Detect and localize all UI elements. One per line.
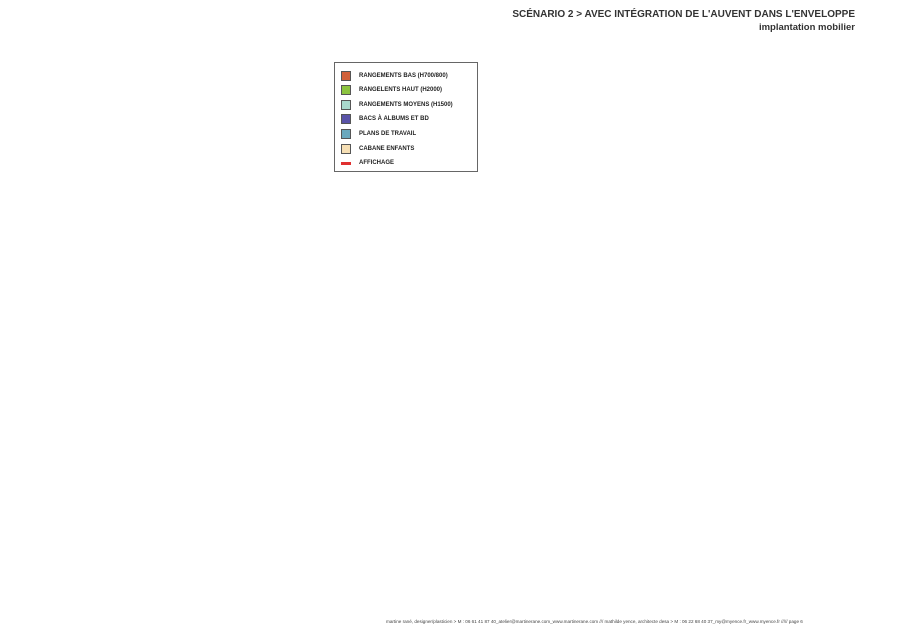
room-label-stockage: STOCKAGE bbox=[680, 437, 717, 444]
radius-label: R1500 bbox=[186, 366, 201, 384]
page-title: SCÉNARIO 2 > AVEC INTÉGRATION DE L'AUVEN… bbox=[512, 9, 855, 20]
right-storage bbox=[776, 202, 791, 554]
kids-cabin bbox=[671, 242, 769, 338]
room-label-adultes: ADULTES bbox=[509, 242, 540, 249]
album-bins bbox=[684, 404, 764, 460]
auvent-area bbox=[426, 467, 523, 565]
play-area-frame bbox=[121, 346, 340, 566]
legend-item: RANGEMENTS BAS (H700/800) bbox=[341, 71, 448, 81]
legend-item: CABANE ENFANTS bbox=[341, 144, 414, 154]
swatch-work-surfaces bbox=[341, 129, 351, 139]
display-arrows bbox=[401, 172, 640, 564]
room-label-informatique: INFORMATIQUE bbox=[704, 516, 754, 523]
legend-item: BACS À ALBUMS ET BD bbox=[341, 114, 429, 124]
room-label-multifonction: MULTIFONCTION bbox=[446, 385, 500, 392]
swatch-low-storage bbox=[341, 71, 351, 81]
legend-label: RANGEMENTS BAS (H700/800) bbox=[359, 73, 448, 79]
radius-label: R1500 bbox=[278, 443, 292, 462]
work-tables bbox=[547, 239, 779, 500]
legend-label: RANGELENTS HAUT (H2000) bbox=[359, 87, 443, 93]
radius-label: R1500 bbox=[159, 508, 175, 526]
page-subtitle: implantation mobilier bbox=[758, 22, 855, 33]
room-label-espace: ESPACE bbox=[716, 508, 743, 515]
dimension-line bbox=[65, 189, 93, 613]
swatch-medium-storage bbox=[341, 100, 351, 110]
building-walls bbox=[426, 188, 802, 569]
footer-credits: martine rané, designer/plasticien > M : … bbox=[386, 619, 803, 624]
radius-label: R1850 bbox=[147, 397, 166, 411]
legend-label: PLANS DE TRAVAIL bbox=[359, 131, 417, 137]
computer-desks bbox=[707, 535, 749, 554]
chairs bbox=[451, 213, 741, 350]
legend-label: RANGEMENTS MOYENS (H1500) bbox=[359, 102, 453, 108]
radius-label: R1000 bbox=[305, 429, 323, 444]
legend-label: AFFICHAGE bbox=[359, 160, 394, 166]
legend: RANGEMENTS BAS (H700/800) RANGELENTS HAU… bbox=[334, 62, 478, 172]
top-storage bbox=[434, 197, 778, 212]
room-label-play-area: AIRE DE JEU bbox=[222, 458, 263, 465]
clearance-circles bbox=[436, 255, 697, 545]
play-area-surface bbox=[127, 351, 333, 554]
radius-label: R1000 bbox=[299, 399, 318, 413]
room-label-atelier: ATELIER bbox=[546, 328, 574, 335]
legend-item: AFFICHAGE bbox=[341, 160, 394, 166]
back-office-desk bbox=[609, 529, 667, 554]
legend-item: RANGELENTS HAUT (H2000) bbox=[341, 85, 442, 95]
dimension-height: 1322 bbox=[78, 400, 84, 411]
swatch-album-bins bbox=[341, 114, 351, 124]
room-label-sanitaires: SANITAIRES bbox=[556, 515, 596, 522]
left-storage bbox=[433, 210, 448, 329]
radius-lines bbox=[135, 352, 328, 541]
legend-item: RANGEMENTS MOYENS (H1500) bbox=[341, 100, 453, 110]
room-label-back-office: BACK OFFICE bbox=[616, 501, 661, 508]
round-table bbox=[496, 261, 522, 287]
back-office-shelf-medium bbox=[609, 494, 667, 508]
entrance-porch bbox=[617, 157, 665, 191]
room-label-accueil: ACCUEIL bbox=[449, 408, 478, 415]
sanitaires-room bbox=[547, 487, 609, 564]
room-label-jeunesse: JEUNESSE bbox=[687, 286, 722, 293]
radius-label: R1500 bbox=[217, 507, 234, 524]
multifunction-desk bbox=[434, 374, 506, 396]
terrace-decking bbox=[75, 190, 520, 612]
legend-label: CABANE ENFANTS bbox=[359, 146, 415, 152]
swatch-display bbox=[341, 161, 351, 165]
radius-label: R1500 bbox=[273, 387, 287, 406]
legend-label: BACS À ALBUMS ET BD bbox=[359, 116, 429, 122]
back-office-shelf-high bbox=[585, 486, 667, 496]
swatch-kids-cabin bbox=[341, 144, 351, 154]
radius-label: R1500 bbox=[224, 373, 239, 391]
legend-item: PLANS DE TRAVAIL bbox=[341, 129, 416, 139]
reception-desk bbox=[434, 427, 503, 469]
room-label-terrace: TERRASSE bbox=[362, 363, 398, 370]
play-structure bbox=[184, 395, 285, 507]
dimension-width: 1070 bbox=[240, 177, 251, 183]
swatch-high-storage bbox=[341, 85, 351, 95]
